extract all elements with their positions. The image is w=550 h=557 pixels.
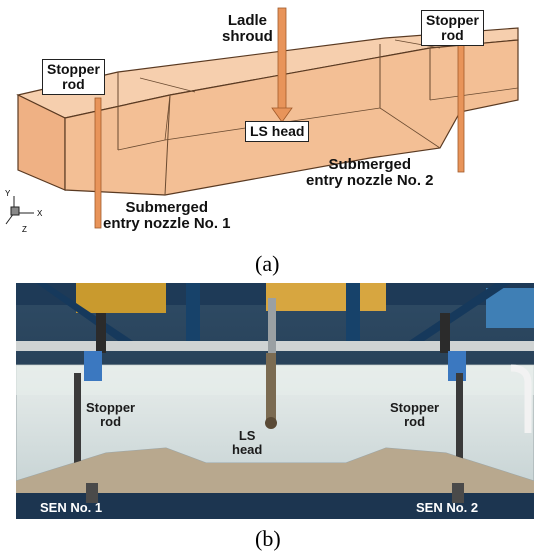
label-stopper-rod-left: Stopper rod (42, 59, 105, 95)
caption-b: (b) (255, 526, 281, 551)
panel-a-schematic: Y X Z Stopper rod Ladle shroud Stopper r… (0, 0, 550, 240)
label-ls-head: LS head (245, 121, 310, 142)
axis-z-label: Z (22, 225, 27, 234)
ls-head-arrow (271, 107, 293, 123)
ladle-shroud-rod (277, 7, 287, 114)
axis-triad (5, 196, 34, 225)
axis-x-label: X (37, 209, 43, 218)
photo-ladle-shroud (266, 353, 276, 423)
stopper-rod-right (457, 41, 465, 173)
water-model-photo (16, 283, 534, 519)
panel-b-photo: Stopper rod LS head Stopper rod SEN No. … (16, 283, 534, 519)
photo-stopper-rod-left (74, 373, 81, 463)
photo-label-stopper-rod-left: Stopper rod (86, 400, 136, 429)
photo-label-sen-1: SEN No. 1 (40, 500, 103, 515)
photo-label-sen-2: SEN No. 2 (416, 500, 479, 515)
label-sen-1: Submerged entry nozzle No. 1 (103, 199, 231, 232)
tundish-3d-diagram: Y X Z (5, 7, 519, 234)
photo-label-ls-head: LS head (232, 428, 263, 457)
stopper-rod-left (94, 97, 102, 229)
photo-stopper-rod-right (456, 373, 463, 463)
photo-label-stopper-rod-right: Stopper rod (390, 400, 440, 429)
caption-a: (a) (255, 251, 280, 276)
axis-y-label: Y (5, 189, 11, 198)
label-sen-2: Submerged entry nozzle No. 2 (306, 156, 434, 189)
label-ladle-shroud: Ladle shroud (222, 12, 273, 45)
label-stopper-rod-right: Stopper rod (421, 10, 484, 46)
